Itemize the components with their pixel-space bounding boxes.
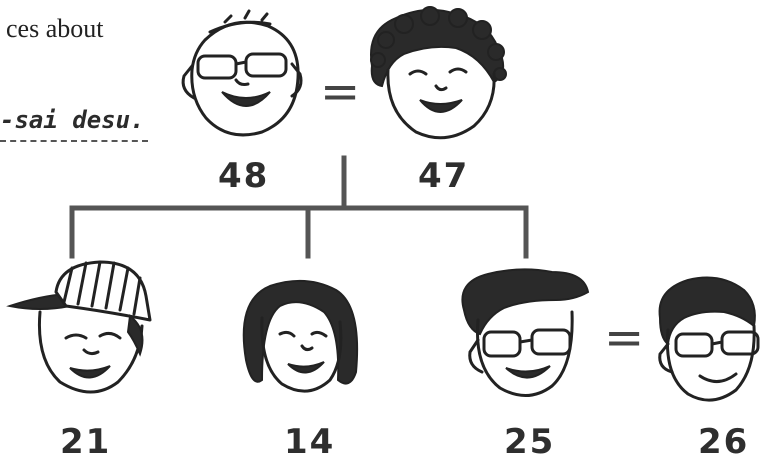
age-mother: 47	[418, 156, 470, 196]
young-man-with-glasses-face-icon	[461, 268, 590, 397]
mother-face-icon	[370, 6, 507, 140]
marriage-equals-parents: =	[320, 64, 361, 120]
girl-face-icon	[242, 279, 359, 393]
text-fragment-top: ces about	[6, 14, 104, 43]
spouse-face-icon	[658, 276, 760, 402]
age-father: 48	[218, 156, 270, 196]
age-child-cap: 21	[60, 422, 112, 462]
marriage-equals-child: =	[604, 310, 645, 366]
age-spouse: 26	[698, 422, 750, 462]
age-child-eldest: 25	[504, 422, 556, 462]
boy-with-cap-face-icon	[6, 260, 152, 394]
dashed-underline	[0, 140, 148, 142]
age-child-girl: 14	[284, 422, 336, 462]
father-face-icon	[181, 9, 303, 137]
text-fragment-romaji: -sai desu.	[0, 106, 145, 134]
